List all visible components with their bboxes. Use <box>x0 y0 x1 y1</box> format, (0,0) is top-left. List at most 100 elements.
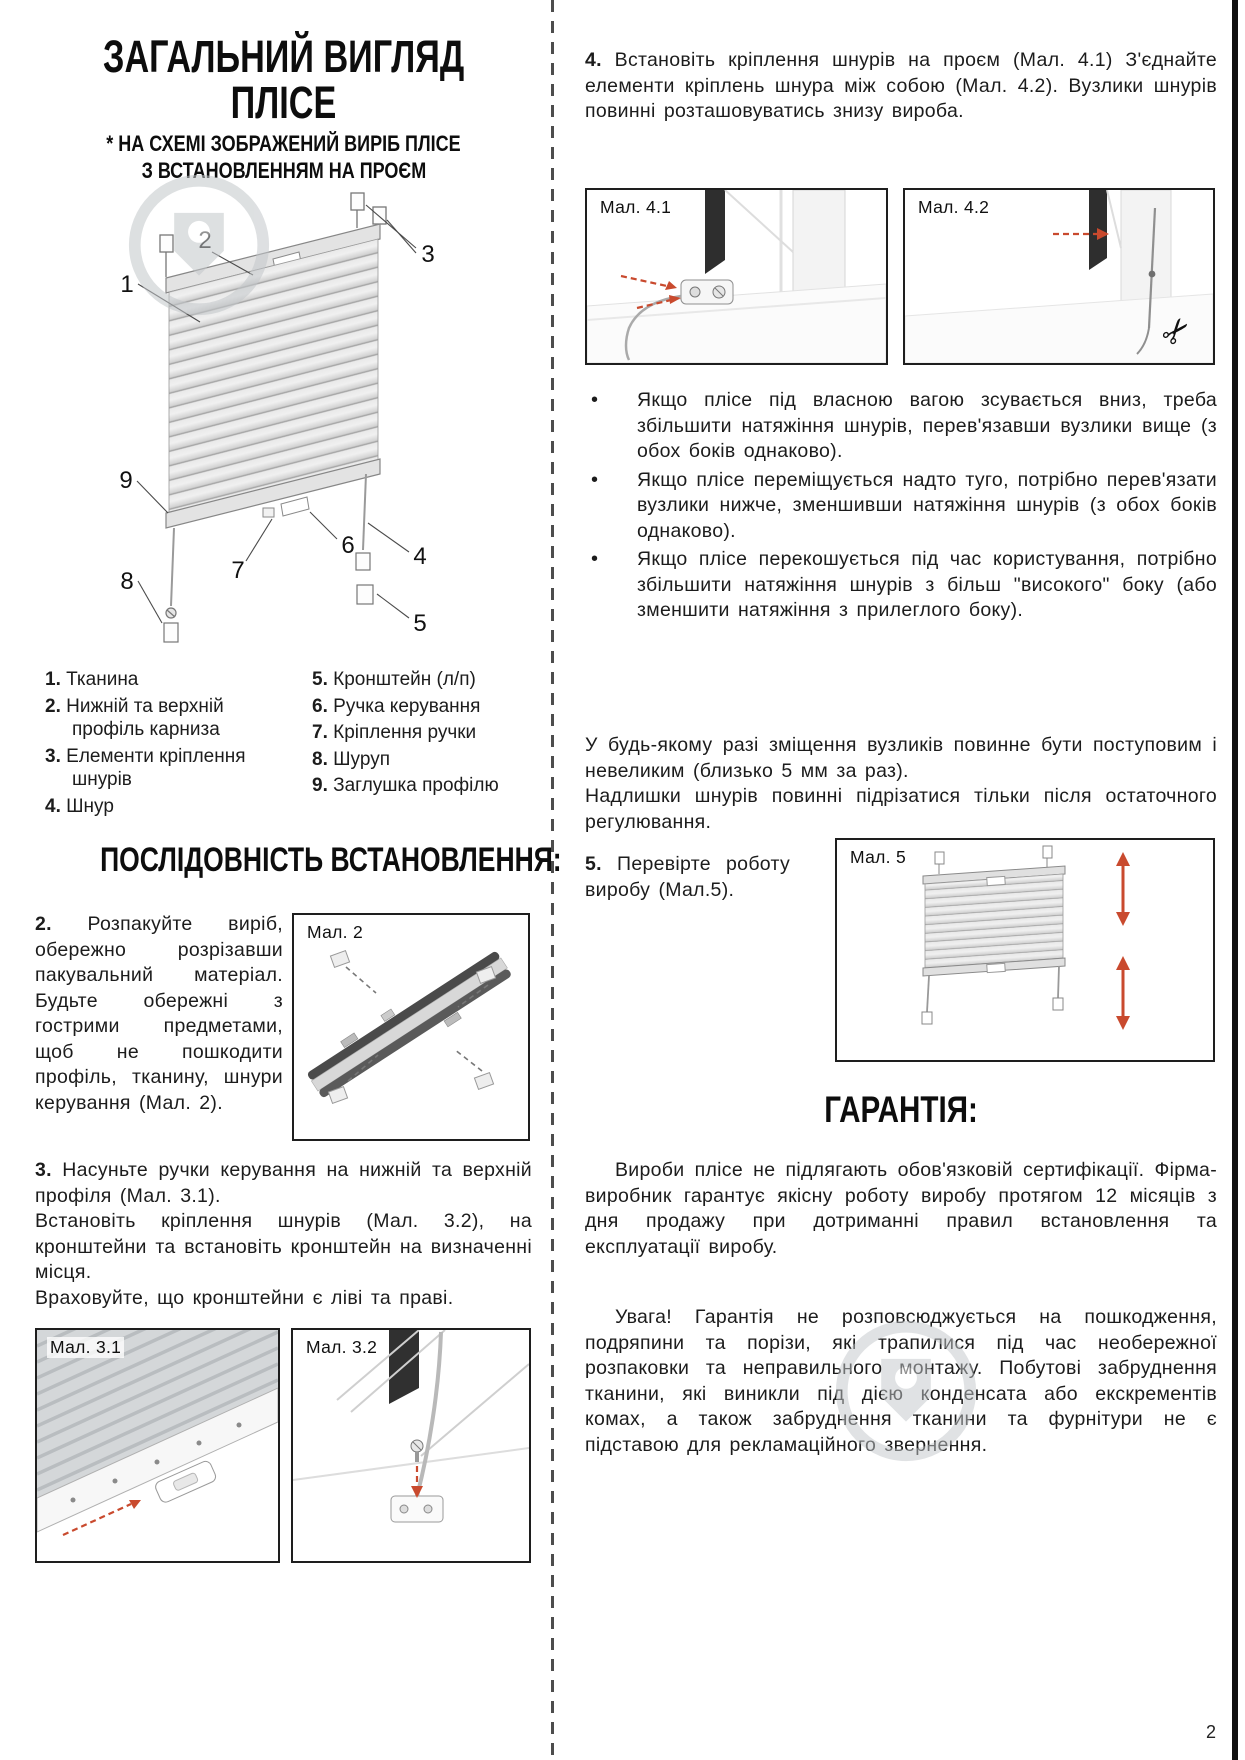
callout-8: 8 <box>120 568 133 595</box>
page-edge-bar <box>1232 0 1238 1760</box>
bullet-text-1: Якщо плісе під власною вагою зсувається … <box>637 389 1217 463</box>
bottom-profile <box>165 458 381 529</box>
legend-item-8: 8. Шуруп <box>312 748 534 772</box>
installation-heading: ПОСЛІДОВНІСТЬ ВСТАНОВЛЕННЯ: <box>100 841 562 879</box>
figure-5-label: Мал. 5 <box>847 847 909 868</box>
figure-5-drawing <box>921 845 1130 1030</box>
legend-item-6: 6. Ручка керування <box>312 695 534 719</box>
figure-4-1-drawing <box>587 190 886 363</box>
top-brackets <box>934 845 1053 874</box>
legend-text: Заглушка профілю <box>333 775 499 797</box>
callout-5: 5 <box>413 610 426 637</box>
legend-item-3: 3. Елементи кріплення шнурів <box>45 745 290 792</box>
legend-num: 4. <box>45 795 61 817</box>
cords <box>926 965 1060 1013</box>
step-3-line-1: 3. Насуньте ручки керування на нижній та… <box>35 1159 532 1207</box>
callout-1: 1 <box>120 271 133 298</box>
legend-num: 9. <box>312 775 328 797</box>
step-3-paragraph: 3. Насуньте ручки керування на нижній та… <box>35 1158 532 1311</box>
bullet-item-1: • Якщо плісе під власною вагою зсуваєтьс… <box>585 388 1217 465</box>
bullet-item-3: • Якщо плісе перекошується під час корис… <box>585 547 1217 624</box>
control-handle <box>155 1460 217 1503</box>
bottom-handle <box>986 962 1006 974</box>
legend-num: 5. <box>312 669 328 690</box>
page-number: 2 <box>1206 1722 1217 1742</box>
legend-item-9: 9. Заглушка профілю <box>312 774 534 798</box>
legend-text: Нижній та верхній профіль карниза <box>66 695 224 741</box>
figure-3-1-drawing <box>37 1330 278 1537</box>
window-sill <box>905 293 1213 363</box>
legend-item-7: 7. Кріплення ручки <box>312 721 534 745</box>
step-4-number: 4. <box>585 49 602 71</box>
overview-subtitle-line1: * НА СХЕМІ ЗОБРАЖЕНИЙ ВИРІБ ПЛІСЕ <box>106 131 461 156</box>
overview-title: ЗАГАЛЬНИЙ ВИГЛЯД ПЛІСЕ <box>35 33 532 129</box>
legend-text: Тканина <box>66 669 139 690</box>
blind-overview-diagram: 1 2 3 4 5 6 7 8 9 <box>119 192 435 643</box>
bottom-handle <box>280 496 310 517</box>
step-2-number: 2. <box>35 913 52 935</box>
note-line-2: Надлишки шнурів повинні підрізатися тіль… <box>585 785 1217 833</box>
figure-2: Мал. 2 <box>292 913 530 1141</box>
hanging-cord <box>415 1331 443 1497</box>
figure-3-2-drawing <box>293 1330 529 1561</box>
legend-num: 7. <box>312 722 328 744</box>
figure-3-1-label: Мал. 3.1 <box>47 1337 125 1358</box>
legend-text: Шнур <box>66 795 114 817</box>
callout-7: 7 <box>231 557 244 584</box>
step-4-text: Встановіть кріплення шнурів на проєм (Ма… <box>585 49 1217 123</box>
assembly-arrows <box>345 966 489 1082</box>
overview-subtitle-line2: З ВСТАНОВЛЕННЯМ НА ПРОЄМ <box>141 157 426 183</box>
legend-text: Кріплення ручки <box>333 722 477 744</box>
overview-title-line2: ПЛІСЕ <box>230 77 337 129</box>
step-5-paragraph: 5. Перевірте роботу виробу (Мал.5). <box>585 852 790 903</box>
cord-with-knot <box>1136 207 1157 355</box>
top-handle <box>986 875 1006 887</box>
figure-4-2-label: Мал. 4.2 <box>915 197 993 218</box>
loose-brackets <box>327 949 497 1105</box>
step-3-line-2: Встановіть кріплення шнурів (Мал. 3.2), … <box>35 1210 532 1284</box>
callout-2: 2 <box>198 227 211 254</box>
legend-item-1: 1. Тканина <box>45 668 290 692</box>
bottom-fittings <box>163 552 374 643</box>
pleated-fabric-closeup <box>37 1330 278 1498</box>
bullet-marker: • <box>591 548 599 571</box>
bullet-marker: • <box>591 389 599 411</box>
bullet-text-2: Якщо плісе переміщується надто туго, пот… <box>637 468 1217 542</box>
step-4-paragraph: 4. Встановіть кріплення шнурів на проєм … <box>585 48 1217 125</box>
column-divider <box>551 0 554 1760</box>
callout-4: 4 <box>413 543 426 570</box>
legend-num: 8. <box>312 748 328 770</box>
handle-clip <box>262 507 275 518</box>
figure-3-2: Мал. 3.2 <box>291 1328 531 1563</box>
warranty-heading: ГАРАНТІЯ: <box>824 1089 978 1130</box>
step-5-number: 5. <box>585 853 602 875</box>
legend-num: 1. <box>45 669 61 690</box>
figure-4-1: Мал. 4.1 <box>585 188 888 365</box>
note-line-1: У будь-якому разі зміщення вузликів пови… <box>585 734 1217 782</box>
test-movement-arrows <box>1116 852 1130 1030</box>
callout-3: 3 <box>421 241 434 268</box>
legend-text: Кронштейн (л/п) <box>333 669 476 690</box>
cord <box>624 294 682 361</box>
step-2-paragraph: 2. Розпакуйте виріб, обережно розрізавши… <box>35 912 283 1116</box>
cords <box>170 473 367 607</box>
figure-4-2-drawing: ✂ <box>905 190 1213 363</box>
legend-num: 2. <box>45 695 61 717</box>
step-2-text: Розпакуйте виріб, обережно розрізавши па… <box>35 913 284 1114</box>
callout-6: 6 <box>341 532 354 559</box>
legend-item-4: 4. Шнур <box>45 795 290 819</box>
figure-3-2-label: Мал. 3.2 <box>303 1337 381 1358</box>
callout-9: 9 <box>119 467 132 494</box>
sill-edge <box>293 1447 529 1481</box>
legend-item-2: 2. Нижній та верхній профіль карниза <box>45 695 290 742</box>
figure-2-label: Мал. 2 <box>304 922 366 943</box>
figure-3-1: Мал. 3.1 <box>35 1328 280 1563</box>
legend-text: Шуруп <box>333 748 390 770</box>
step-3-line-3: Враховуйте, що кронштейни є ліві та прав… <box>35 1286 454 1309</box>
pleated-fabric <box>924 873 1064 969</box>
adjustment-note: У будь-якому разі зміщення вузликів пови… <box>585 733 1217 835</box>
bullet-item-2: • Якщо плісе переміщується надто туго, п… <box>585 468 1217 545</box>
legend-item-5: 5. Кронштейн (л/п) <box>312 668 534 692</box>
legend-column-2: 5. Кронштейн (л/п) 6. Ручка керування 7.… <box>312 668 534 801</box>
window-glazing <box>705 190 725 274</box>
